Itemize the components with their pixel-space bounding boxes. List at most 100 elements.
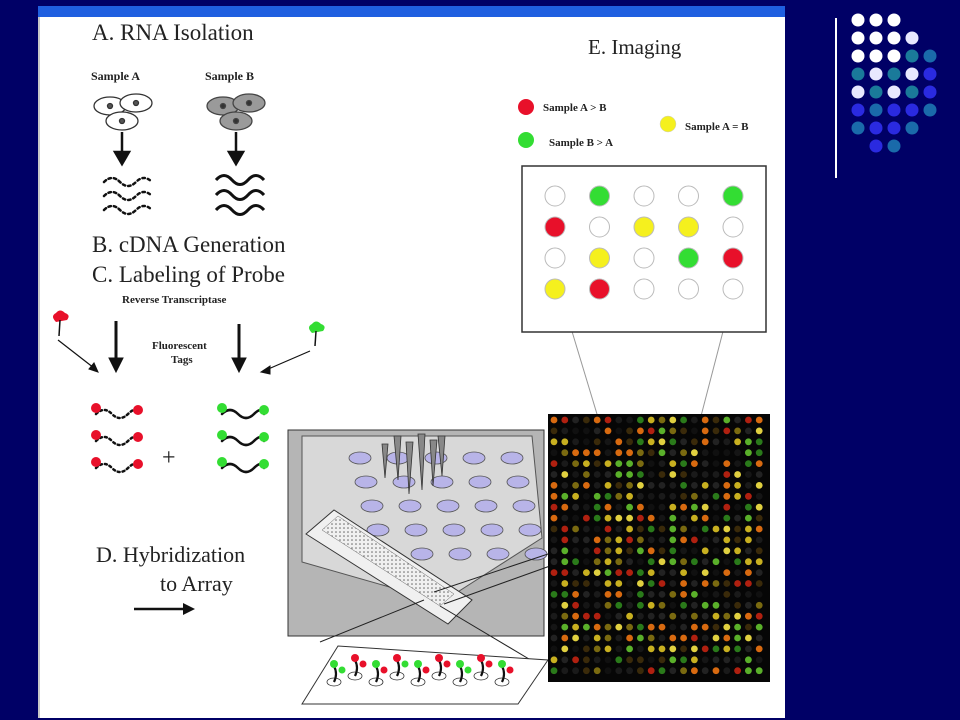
pin-tips-icon <box>381 433 446 495</box>
scan-spot <box>647 416 655 424</box>
scan-spot <box>734 536 741 544</box>
scan-spot <box>680 580 687 587</box>
scan-spot <box>550 667 558 675</box>
green-labeled-cdna-icon <box>217 403 269 474</box>
scan-spot <box>637 547 644 555</box>
plate-well <box>486 547 510 561</box>
decorative-dot <box>869 121 883 135</box>
scan-spot <box>723 536 731 544</box>
scan-spot <box>712 547 720 555</box>
scan-spot <box>691 492 698 500</box>
scan-spot <box>745 514 752 522</box>
scan-spot <box>550 547 558 555</box>
scan-spot <box>691 667 698 675</box>
scan-spot <box>593 634 601 642</box>
sample-b-label: Sample B <box>205 69 254 83</box>
scan-spot <box>615 591 623 598</box>
scan-spot <box>723 569 731 576</box>
scan-spot <box>745 416 752 424</box>
scan-spot <box>583 656 590 664</box>
scan-spot <box>680 438 687 446</box>
sample-b-rna-icon <box>214 174 266 216</box>
scan-spot <box>680 623 687 631</box>
scan-spot <box>691 438 698 446</box>
scan-spot <box>604 460 612 467</box>
scan-spot <box>755 591 763 598</box>
scan-spot <box>637 471 644 478</box>
scan-spot <box>572 591 579 598</box>
slide-divider <box>835 18 837 178</box>
scan-spot <box>583 438 590 446</box>
scan-spot <box>680 558 687 566</box>
scan-spot <box>572 427 579 435</box>
scan-spot <box>637 482 644 489</box>
scan-spot <box>755 645 763 653</box>
scan-spot <box>691 427 698 435</box>
scan-spot <box>550 580 558 587</box>
scan-spot <box>734 503 741 511</box>
scan-spot <box>745 645 752 653</box>
scan-spot <box>615 482 623 489</box>
scan-spot <box>658 612 666 620</box>
scan-spot <box>637 580 644 587</box>
array-spot-red <box>589 278 610 300</box>
scan-spot <box>561 623 569 631</box>
scan-spot <box>626 623 633 631</box>
scan-spot <box>604 656 612 664</box>
scan-spot <box>658 558 666 566</box>
scan-spot <box>626 667 633 675</box>
scan-spot <box>561 536 569 544</box>
scan-spot <box>572 558 579 566</box>
scan-spot <box>745 656 752 664</box>
scan-spot <box>712 634 720 642</box>
scan-spot <box>669 427 677 435</box>
scan-spot <box>550 427 558 435</box>
decorative-dot <box>887 103 901 117</box>
scan-spot <box>755 547 763 555</box>
spotting-plate-illustration <box>287 429 548 637</box>
step-d-subtitle: to Array <box>160 571 233 596</box>
scan-spot <box>615 612 623 620</box>
scan-spot <box>550 525 558 533</box>
scan-spot <box>604 634 612 642</box>
scan-spot <box>658 416 666 424</box>
scan-spot <box>701 591 709 598</box>
scan-spot <box>561 569 569 576</box>
scan-spot <box>701 449 709 457</box>
scan-spot <box>755 536 763 544</box>
scan-spot <box>701 482 709 489</box>
array-spot-empty <box>722 278 744 300</box>
scan-spot <box>745 634 752 642</box>
scan-spot <box>745 492 752 500</box>
scan-spot <box>691 460 698 467</box>
scan-spot <box>734 580 741 587</box>
scan-spot <box>615 427 623 435</box>
scan-spot <box>647 612 655 620</box>
decorative-dot <box>869 13 883 27</box>
scan-spot <box>626 634 633 642</box>
scan-spot <box>593 656 601 664</box>
scan-spot <box>723 525 731 533</box>
scan-spot <box>604 438 612 446</box>
red-labeled-cdna-icon <box>91 403 143 474</box>
scan-spot <box>615 601 623 609</box>
scan-spot <box>658 514 666 522</box>
scan-spot <box>669 558 677 566</box>
scan-spot <box>701 525 709 533</box>
scan-spot <box>755 558 763 566</box>
scan-spot <box>755 525 763 533</box>
scan-spot <box>637 645 644 653</box>
scan-spot <box>647 460 655 467</box>
scan-spot <box>745 438 752 446</box>
scan-spot <box>647 591 655 598</box>
scan-spot <box>669 460 677 467</box>
scan-spot <box>691 482 698 489</box>
scan-spot <box>626 612 633 620</box>
scan-spot <box>637 667 644 675</box>
scan-spot <box>550 482 558 489</box>
scan-spot <box>701 601 709 609</box>
decorative-dot <box>923 49 937 63</box>
scan-spot <box>755 492 763 500</box>
legend-red-swatch <box>518 99 534 115</box>
step-a-title: A. RNA Isolation <box>92 20 254 45</box>
